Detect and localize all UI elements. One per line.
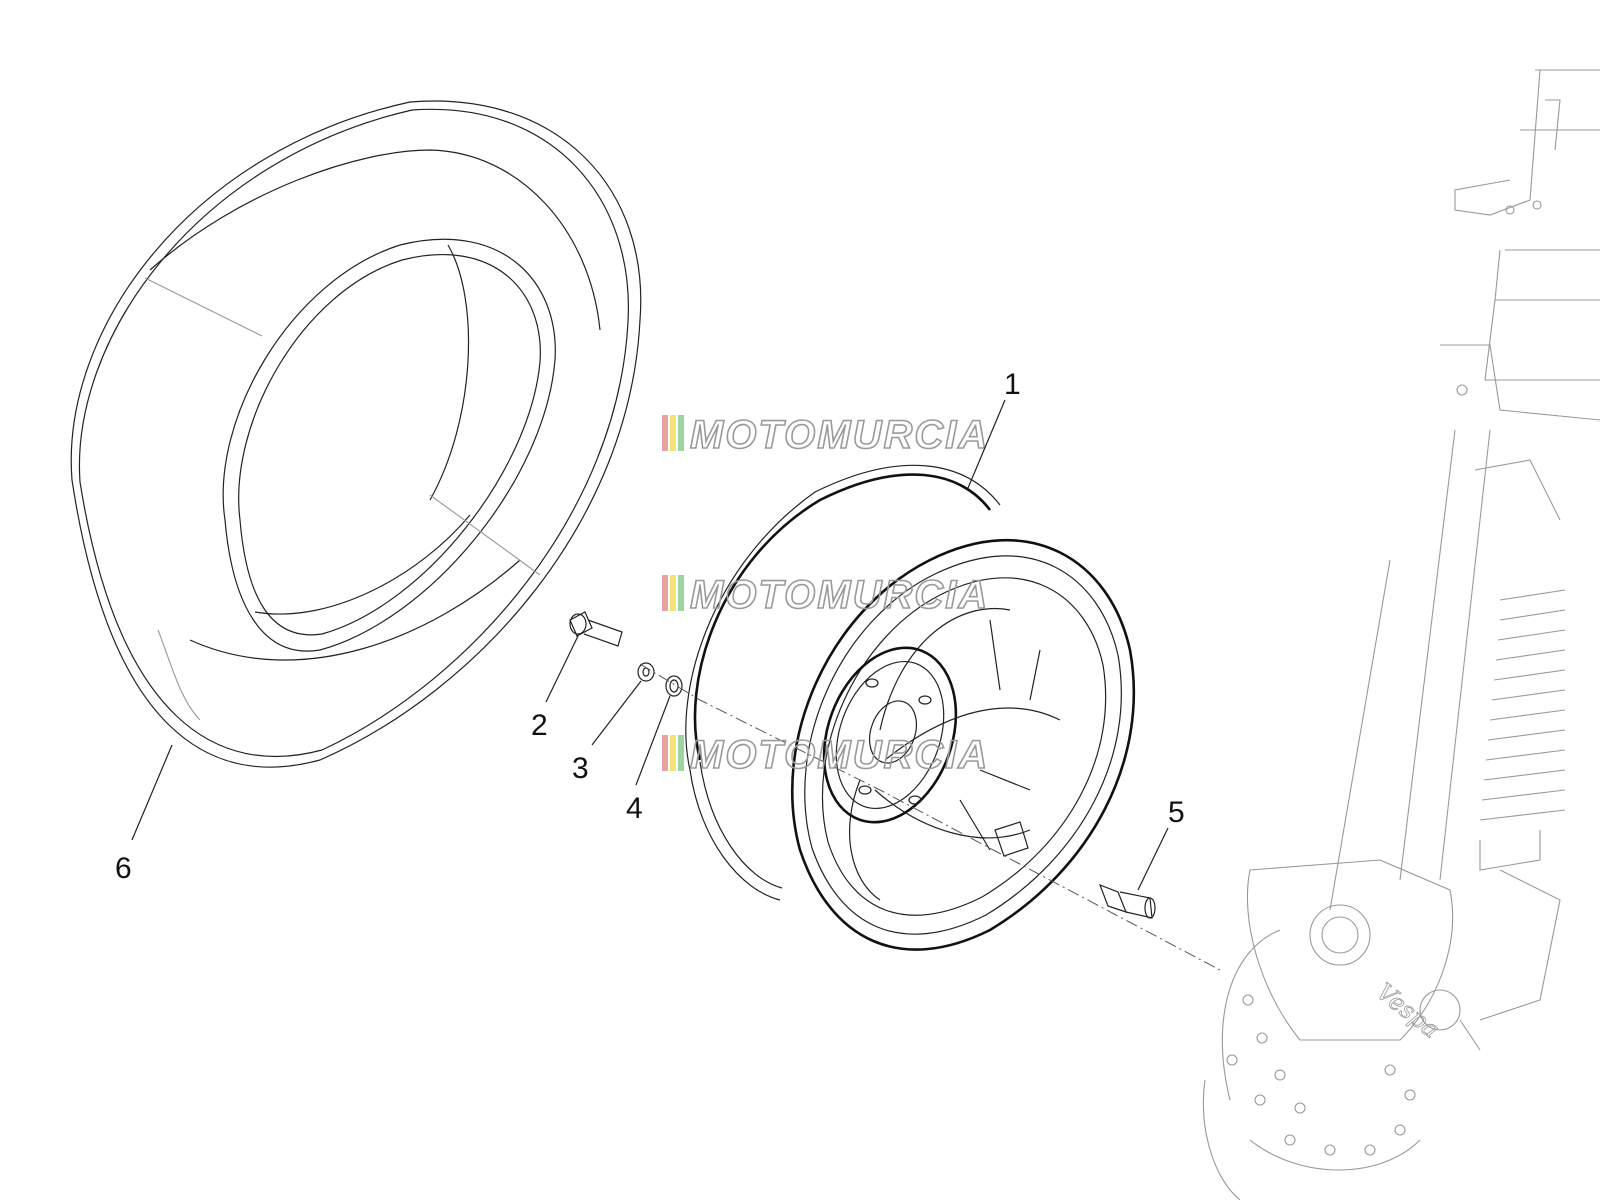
shock-spring <box>1479 589 1566 821</box>
washer-3 <box>637 662 655 682</box>
callout-2: 2 <box>531 709 548 742</box>
washer-4 <box>665 675 683 697</box>
leader-5 <box>1137 827 1169 891</box>
assembly-axis <box>639 663 1221 971</box>
watermark-stripe <box>662 415 668 451</box>
callout-6: 6 <box>115 852 132 885</box>
tyre <box>70 100 642 768</box>
watermark-stripe <box>670 575 676 611</box>
watermark-1: MOTOMURCIA <box>662 412 989 458</box>
caliper-brand-text: Vespa <box>1371 978 1444 1044</box>
watermark-text: MOTOMURCIA <box>690 733 989 777</box>
callout-4: 4 <box>626 792 643 825</box>
watermark-text: MOTOMURCIA <box>690 413 989 457</box>
watermark-stripe <box>678 415 684 451</box>
tyre-valve <box>1098 883 1156 919</box>
callout-5: 5 <box>1168 796 1185 829</box>
watermark-3: MOTOMURCIA <box>662 732 989 778</box>
watermark-stripe <box>678 575 684 611</box>
watermark-stripe <box>662 735 668 771</box>
watermark-stripe <box>670 415 676 451</box>
watermark-stripe <box>662 575 668 611</box>
brake-disc <box>1202 929 1421 1200</box>
leader-1 <box>967 399 1006 489</box>
watermark-2: MOTOMURCIA <box>662 572 989 618</box>
watermark-text: MOTOMURCIA <box>690 573 989 617</box>
watermark-stripe <box>678 735 684 771</box>
bolt <box>569 611 623 647</box>
leader-6 <box>131 744 173 841</box>
leader-2 <box>545 635 579 703</box>
leader-4 <box>635 695 671 786</box>
callout-3: 3 <box>572 752 589 785</box>
wheel-rim <box>685 464 1136 951</box>
front-fork-assembly: Vespa <box>1202 69 1600 1200</box>
leader-3 <box>591 680 642 746</box>
callout-1: 1 <box>1004 368 1021 401</box>
brake-caliper: Vespa <box>1246 859 1561 1051</box>
watermark-stripe <box>670 735 676 771</box>
